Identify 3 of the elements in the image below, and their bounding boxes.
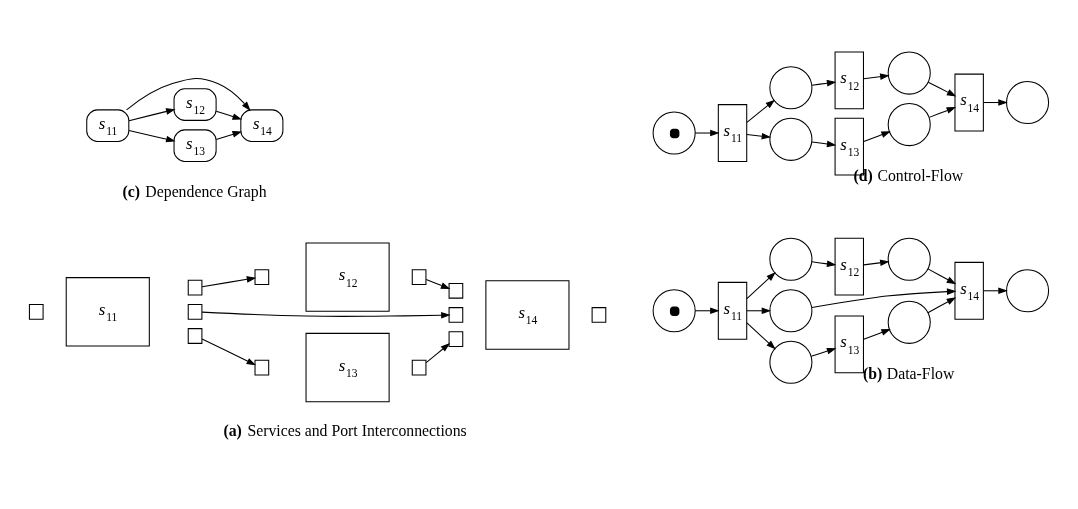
label: (a) Services and Port Interconnections xyxy=(223,422,467,440)
label: (c) Dependence Graph xyxy=(122,182,267,200)
label: (b) Data-Flow xyxy=(862,364,955,382)
